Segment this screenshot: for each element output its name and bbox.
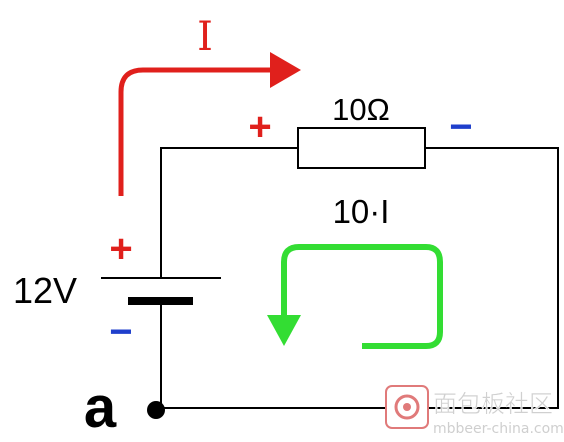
node-a-dot (147, 401, 165, 419)
node-a-label: a (84, 375, 117, 440)
resistor-value-label: 10Ω (332, 92, 390, 127)
left-wire-top (160, 147, 298, 278)
circuit-wires (160, 147, 559, 409)
current-label: I (197, 14, 213, 60)
watermark: 面包板社区 mbbeer-china.com (385, 385, 564, 437)
battery-minus-sign: − (109, 310, 132, 354)
resistor (297, 127, 426, 169)
watermark-subtitle: mbbeer-china.com (433, 421, 564, 437)
resistor-minus-sign: − (449, 105, 472, 149)
battery-voltage-label: 12V (13, 270, 77, 311)
clockwise-loop-arrow-icon (267, 244, 443, 349)
arrow-right-icon (118, 52, 301, 196)
resistor-plus-sign: + (248, 105, 271, 149)
watermark-title: 面包板社区 (433, 390, 553, 418)
right-wire (161, 147, 559, 409)
voltage-drop-label: 10·I (333, 193, 390, 230)
battery-plus-sign: + (109, 227, 132, 271)
